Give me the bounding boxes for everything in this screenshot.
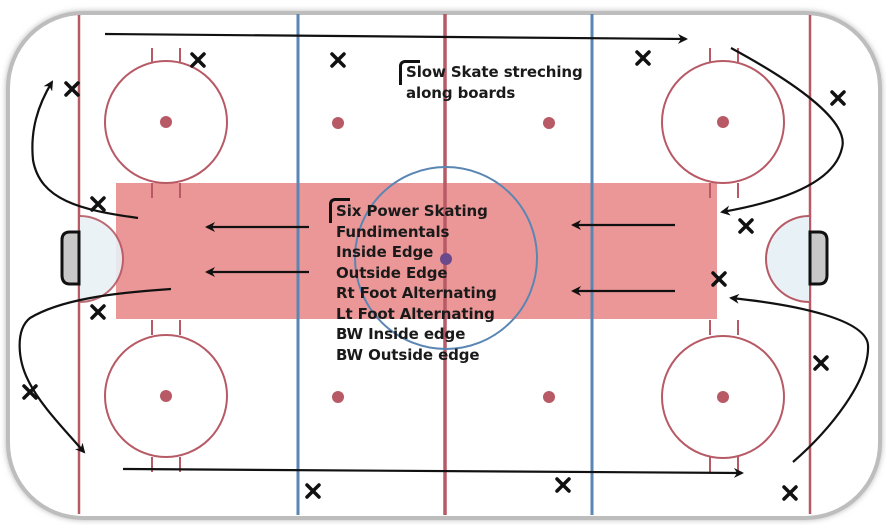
arrow-bottom-left-turn	[18, 287, 172, 454]
player-x-marker	[555, 477, 571, 493]
arrow-top-left-turn	[31, 80, 139, 220]
drill-item: Inside Edge	[336, 243, 434, 261]
arrow-bottom-right-turn	[729, 293, 870, 463]
drill-item: Outside Edge	[336, 263, 448, 282]
goal-crease-left	[79, 215, 124, 303]
drill-list-bracket	[329, 198, 350, 223]
player-x-marker	[90, 304, 106, 320]
arrow-bottom-boards	[122, 467, 744, 478]
player-x-marker	[830, 90, 846, 106]
faceoff-dot	[717, 116, 729, 128]
drill-item: Lt Foot Alternating	[336, 304, 495, 323]
boards-note-line-2: along boards	[406, 83, 516, 102]
faceoff-circle-bottom-right	[661, 320, 785, 472]
drill-item: BW Inside edge	[336, 325, 466, 343]
player-x-marker	[711, 271, 727, 287]
player-x-marker	[190, 52, 206, 68]
boards-note-bracket	[399, 60, 420, 85]
player-x-marker	[90, 196, 106, 212]
arrow-top-boards	[104, 32, 688, 44]
player-markers	[22, 50, 846, 501]
drill-item: Fundimentals	[336, 222, 450, 241]
player-x-marker	[330, 52, 346, 68]
player-x-marker	[738, 218, 754, 234]
neutral-dot	[332, 117, 344, 129]
drill-list-label: Six Power Skating Fundimentals Inside Ed…	[336, 201, 497, 365]
goal-net-right	[808, 230, 829, 286]
neutral-dot	[543, 391, 555, 403]
center-faceoff-dot	[440, 253, 452, 265]
drill-item: Six Power Skating	[336, 202, 488, 220]
faceoff-circle-top-left	[104, 48, 228, 198]
faceoff-dot	[160, 116, 172, 128]
goal-crease-right	[765, 215, 810, 303]
center-circle	[354, 166, 538, 350]
player-x-marker	[22, 384, 38, 400]
player-x-marker	[635, 50, 651, 66]
player-x-marker	[305, 483, 321, 499]
drill-item: Rt Foot Alternating	[336, 284, 497, 302]
boards-note-line-1: Slow Skate streching	[406, 63, 583, 81]
faceoff-circle-top-right	[661, 48, 785, 198]
faceoff-dot	[717, 391, 729, 403]
arrow-top-right-turn	[720, 47, 844, 216]
neutral-dot	[332, 391, 344, 403]
drill-item: BW Outside edge	[336, 345, 480, 364]
faceoff-dot	[160, 390, 172, 402]
goal-net-left	[60, 230, 81, 286]
player-x-marker	[813, 355, 829, 371]
player-x-marker	[64, 81, 80, 97]
player-x-marker	[782, 485, 798, 501]
neutral-dot	[543, 117, 555, 129]
boards-note-label: Slow Skate streching along boards	[406, 62, 583, 103]
drill-zone	[116, 183, 717, 319]
skating-paths	[18, 32, 870, 478]
